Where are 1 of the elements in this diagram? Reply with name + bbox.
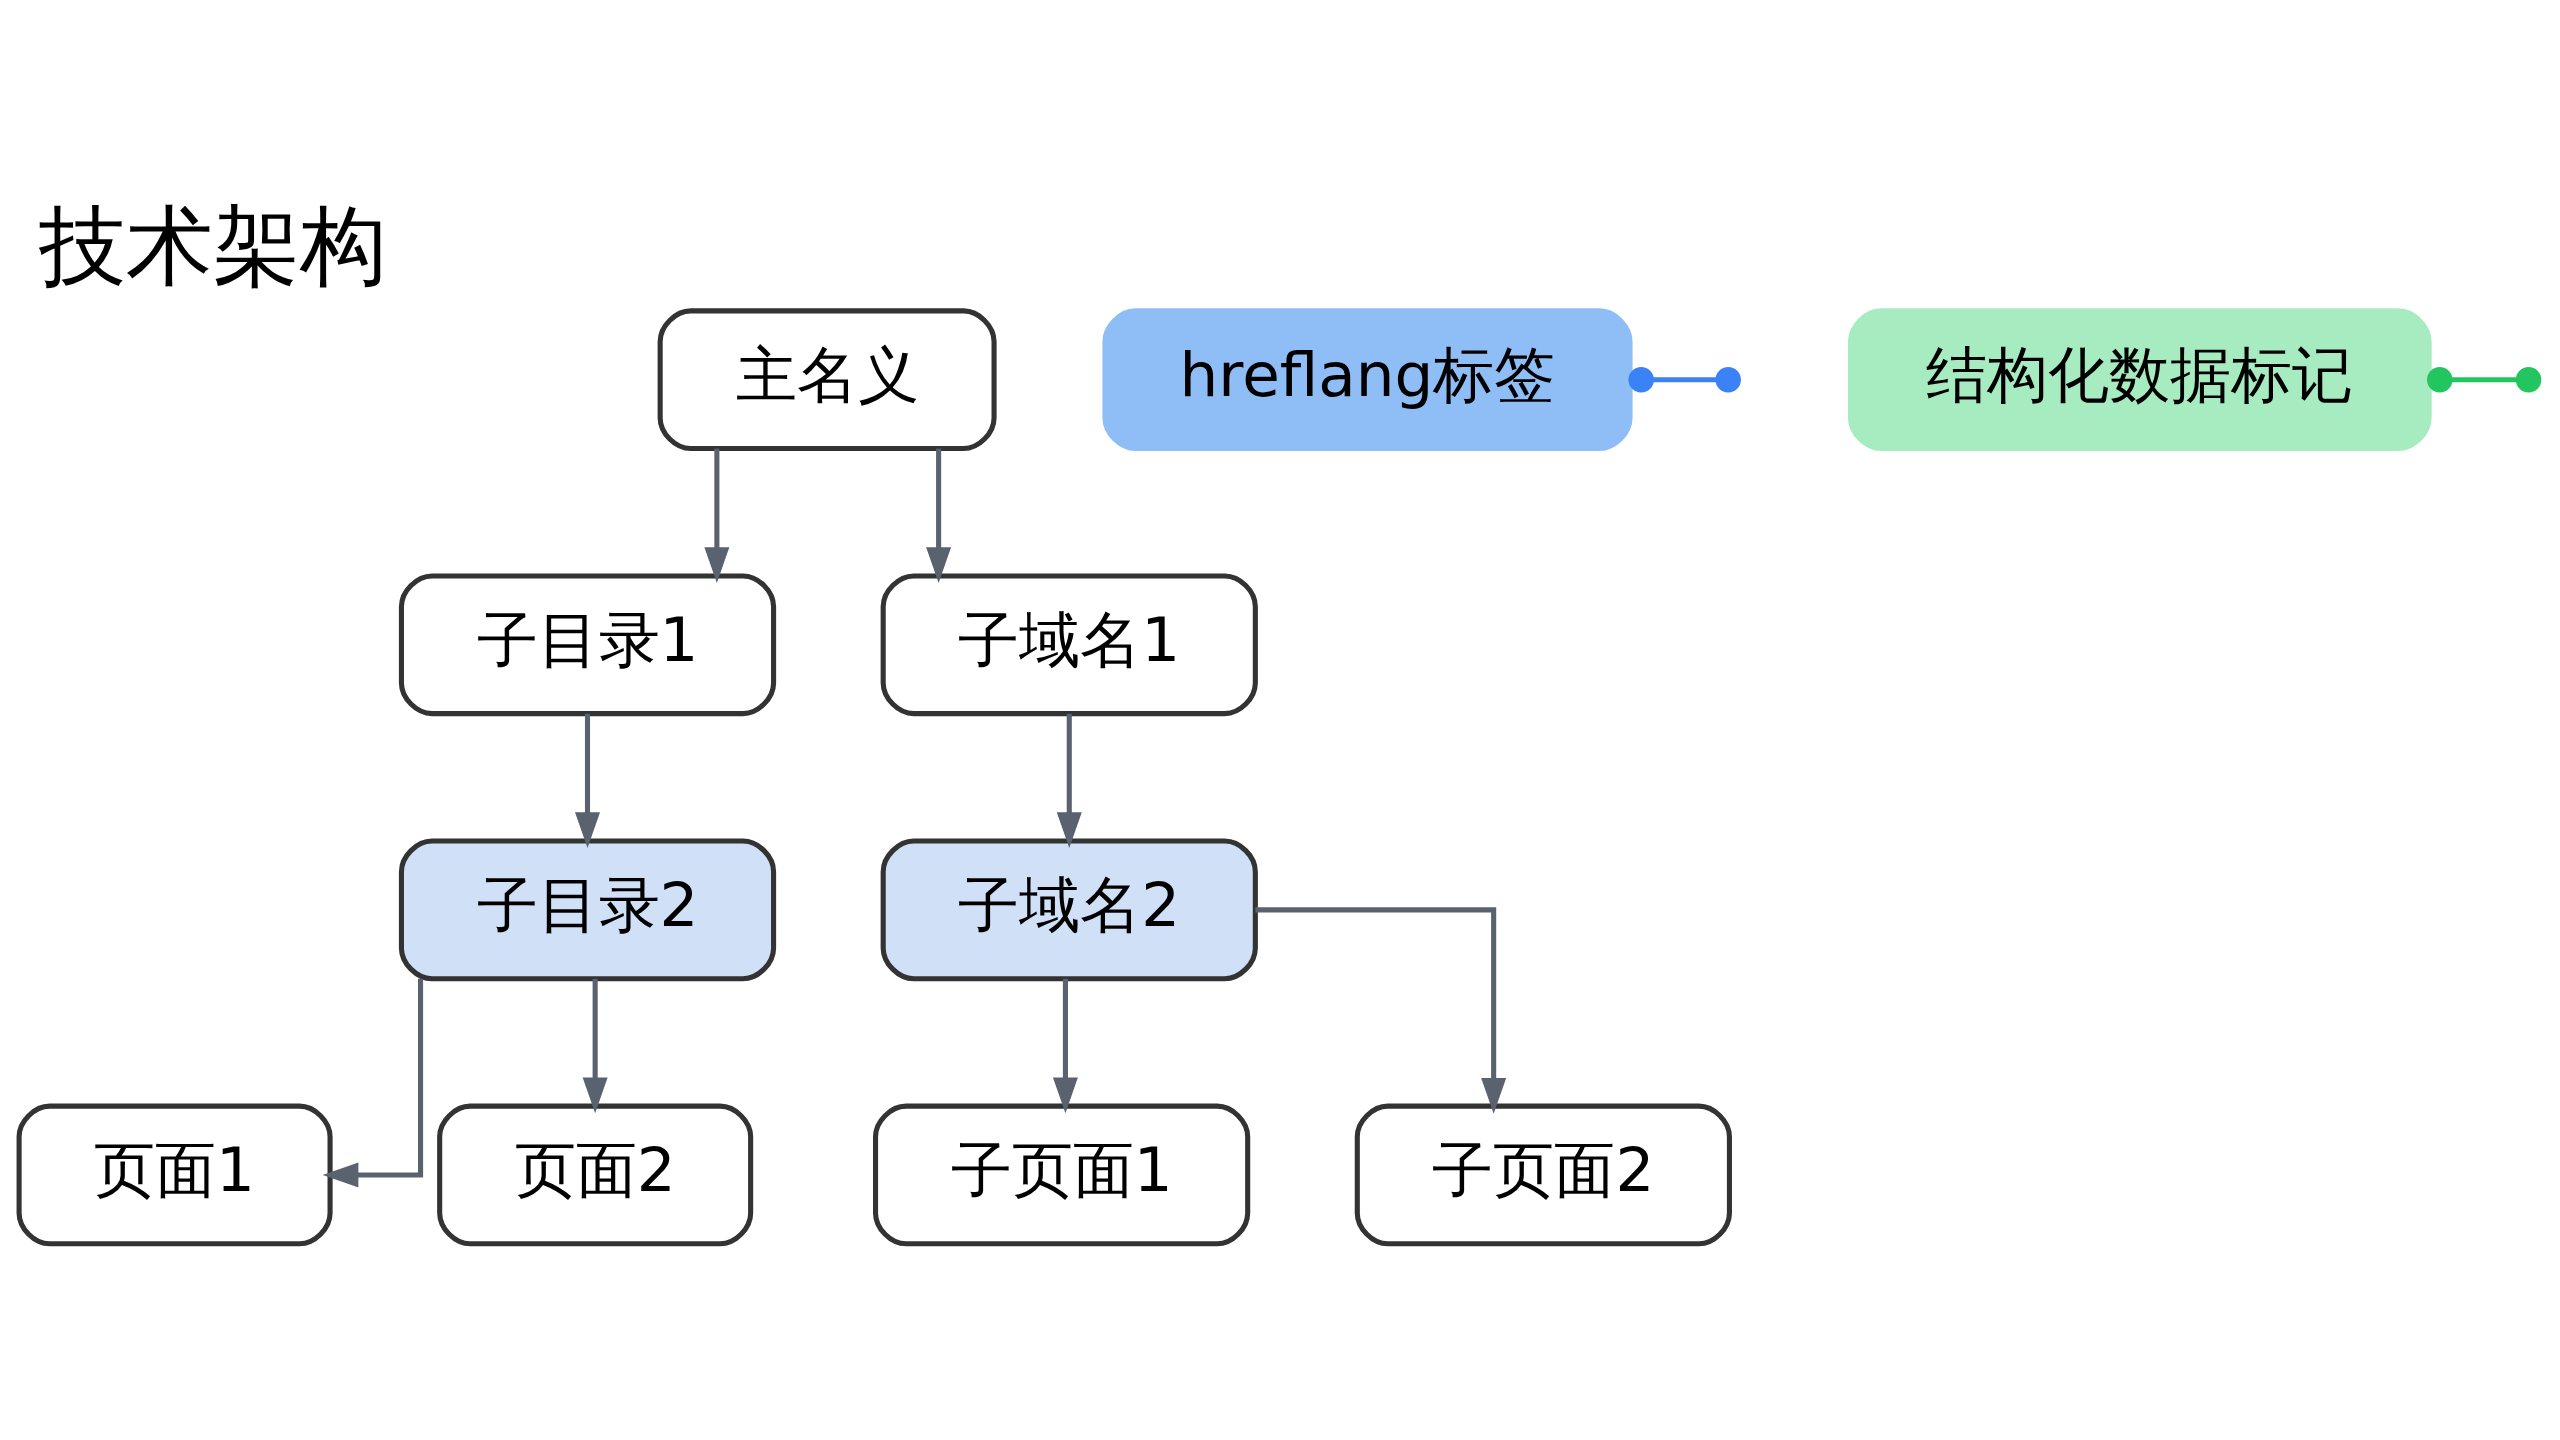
diagram-title: 技术架构 (38, 195, 387, 296)
